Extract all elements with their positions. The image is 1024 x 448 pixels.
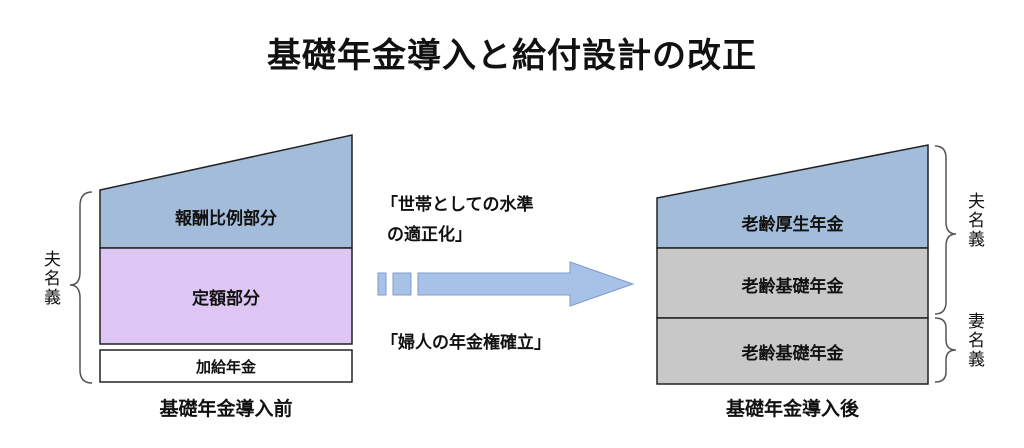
after-brace-bottom <box>934 317 957 383</box>
arrow-dash-1 <box>377 272 387 296</box>
note-bottom: 「婦人の年金権確立」 <box>381 333 551 353</box>
arrow-body <box>417 261 635 307</box>
arrow-dash-2 <box>392 272 412 296</box>
after-label-kiso-2: 老齢基礎年金 <box>741 343 844 364</box>
before-label-kakyuu: 加給年金 <box>195 357 256 376</box>
after-side-label-bottom: 妻名義 <box>964 312 984 369</box>
before-block-kakyuu <box>99 349 353 383</box>
before-side-label: 夫名義 <box>40 250 60 307</box>
before-block-teigaku <box>99 247 353 345</box>
after-label-kiso-1: 老齢基礎年金 <box>741 276 844 297</box>
after-caption: 基礎年金導入後 <box>725 398 859 420</box>
after-brace-top <box>934 145 957 315</box>
before-brace <box>69 191 93 384</box>
after-side-label-top: 夫名義 <box>964 192 984 249</box>
note-top: 「世帯としての水準 の適正化」 <box>381 190 631 250</box>
before-label-teigaku: 定額部分 <box>192 288 260 309</box>
after-block-kiso-2 <box>656 317 929 385</box>
before-caption: 基礎年金導入前 <box>159 398 293 420</box>
after-label-kousei: 老齢厚生年金 <box>741 214 844 235</box>
note-top-line2: の適正化」 <box>387 225 472 245</box>
page-title: 基礎年金導入と給付設計の改正 <box>267 36 757 76</box>
before-label-hourei: 報酬比例部分 <box>175 208 277 229</box>
note-top-line1: 「世帯としての水準 <box>381 195 534 215</box>
